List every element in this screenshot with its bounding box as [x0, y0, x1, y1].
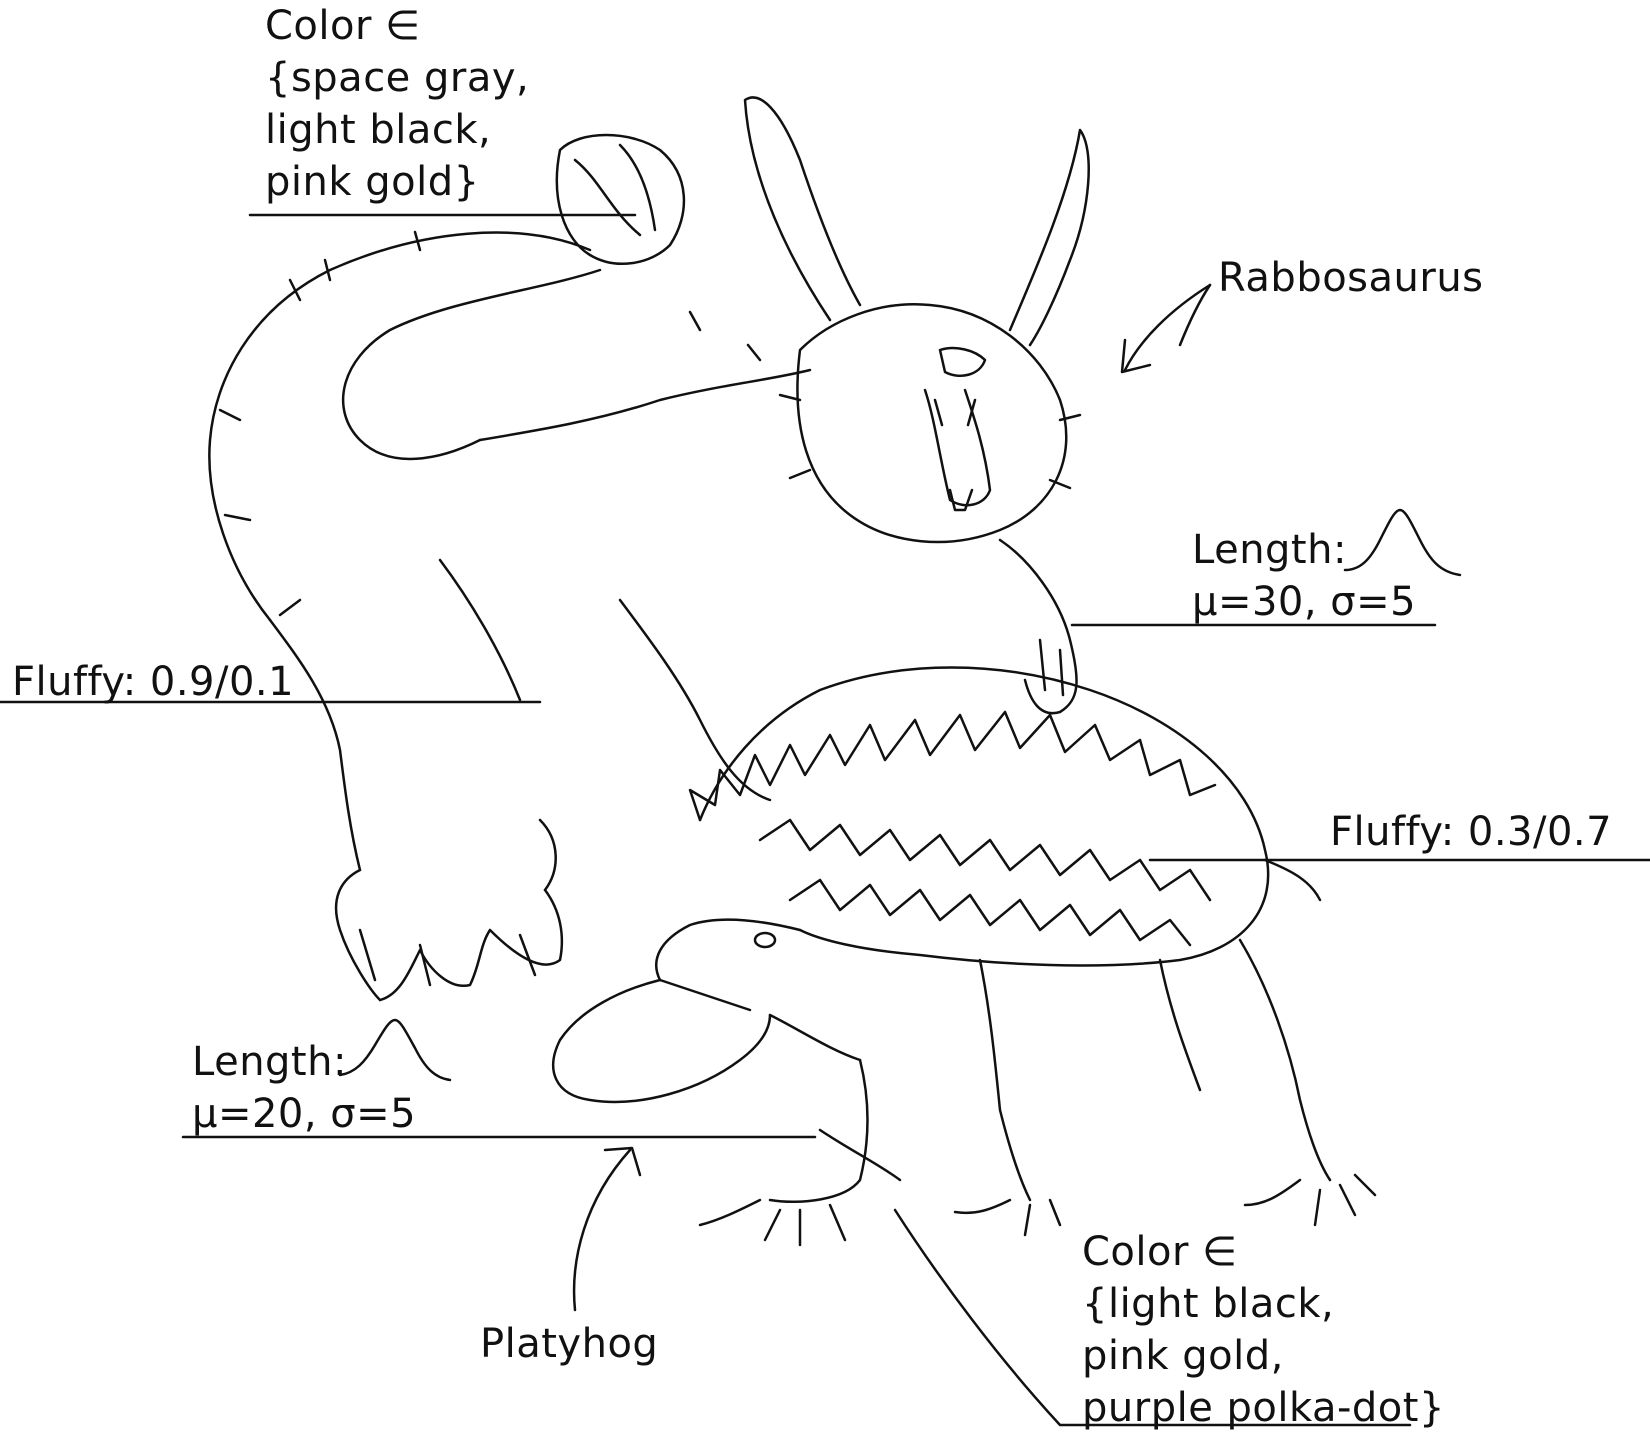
platyhog-color-leader	[893, 1208, 1412, 1427]
rabbosaurus-length-params: μ=30, σ=5	[1192, 579, 1417, 625]
rabbosaurus-drawing	[208, 96, 1090, 1002]
platyhog-color-line: pink gold,	[1082, 1333, 1284, 1379]
rabbosaurus-color-line: {space gray,	[265, 55, 530, 101]
platyhog-name-label: Platyhog	[480, 1321, 659, 1367]
rabbosaurus-name-label: Rabbosaurus	[1218, 255, 1484, 301]
platyhog-color-line: purple polka-dot}	[1082, 1385, 1445, 1431]
arrow-icon	[1178, 283, 1212, 347]
platyhog-color-label: Color ∈ {light black, pink gold, purple …	[1082, 1226, 1445, 1434]
rabbosaurus-color-label: Color ∈ {space gray, light black, pink g…	[265, 0, 529, 208]
rabbosaurus-arrow-head	[1120, 338, 1152, 374]
rabbosaurus-color-title: Color ∈	[265, 3, 421, 49]
platyhog-length-title: Length:	[192, 1039, 347, 1085]
platyhog-color-line: {light black,	[1082, 1281, 1335, 1327]
platyhog-length-label: Length: μ=20, σ=5	[192, 1036, 416, 1140]
bell-curve-icon	[1343, 508, 1462, 577]
platyhog-fluffy-label: Fluffy: 0.3/0.7	[1330, 809, 1613, 855]
rabbosaurus-length-title: Length:	[1192, 527, 1347, 573]
arrows	[572, 283, 1212, 1312]
rabbosaurus-color-line: pink gold}	[265, 159, 480, 205]
platyhog-color-title: Color ∈	[1082, 1229, 1238, 1275]
rabbosaurus-fluffy-label: Fluffy: 0.9/0.1	[12, 659, 295, 705]
platyhog-length-params: μ=20, σ=5	[192, 1091, 417, 1137]
rabbosaurus-color-line: light black,	[265, 107, 492, 153]
bell-curve-icon	[338, 1018, 452, 1082]
platyhog-arrow-shaft	[572, 1148, 632, 1312]
leader-lines	[0, 213, 1650, 1427]
platyhog-drawing	[552, 666, 1377, 1247]
rabbosaurus-arrow-shaft	[1123, 283, 1212, 372]
platyhog-arrow-head	[603, 1146, 642, 1177]
rabbosaurus-length-label: Length: μ=30, σ=5	[1192, 524, 1416, 628]
